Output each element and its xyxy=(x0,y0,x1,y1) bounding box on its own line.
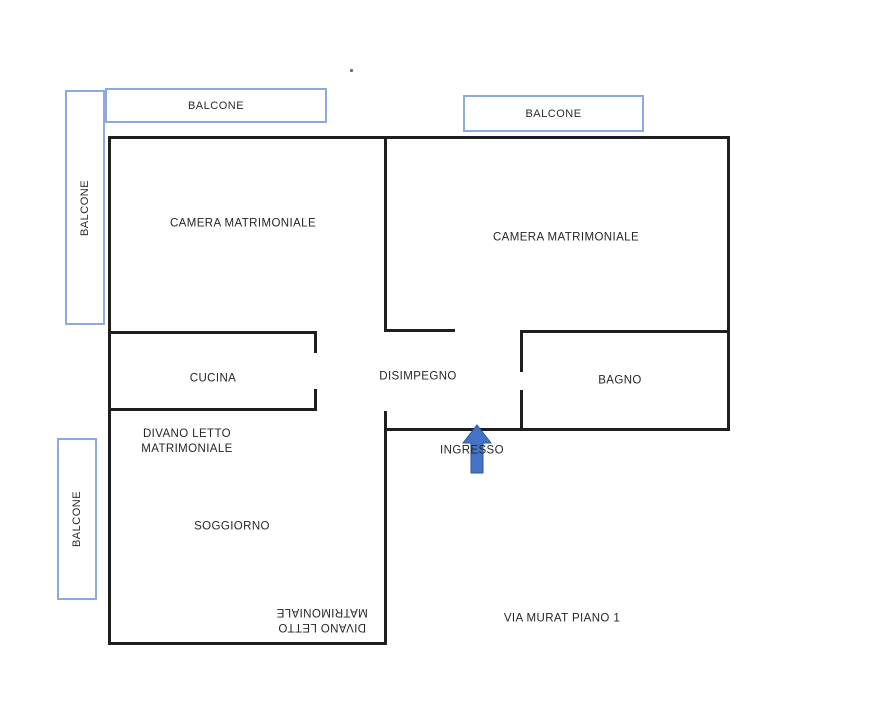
room-label-camera-matrimoniale-right: CAMERA MATRIMONIALE xyxy=(492,231,640,244)
balcony-label: BALCONE xyxy=(71,490,83,548)
annotation-line: DIVANO LETTO xyxy=(277,621,367,633)
wall-outer-left xyxy=(108,136,111,645)
wall-bagno-left-lower xyxy=(520,390,523,431)
room-label-cucina: CUCINA xyxy=(189,372,237,385)
plan-title: VIA MURAT PIANO 1 xyxy=(503,612,621,625)
balcony-top-right: BALCONE xyxy=(463,95,644,132)
wall-cucina-top xyxy=(108,331,317,334)
wall-bedroom-divider xyxy=(384,136,387,332)
wall-outer-top xyxy=(108,136,730,139)
balcony-label: BALCONE xyxy=(187,99,245,112)
annotation-divano-letto: DIVANO LETTO MATRIMONIALE xyxy=(141,427,232,457)
wall-outer-right xyxy=(727,136,730,431)
room-label-soggiorno: SOGGIORNO xyxy=(194,520,270,533)
entrance-arrow-icon xyxy=(461,424,493,474)
annotation-line: MATRIMONIALE xyxy=(141,443,233,455)
annotation-line: DIVANO LETTO xyxy=(142,428,232,440)
wall-bedroom-divider-stub xyxy=(384,329,455,332)
balcony-left-upper: BALCONE xyxy=(65,90,105,325)
room-label-camera-matrimoniale-left: CAMERA MATRIMONIALE xyxy=(169,217,317,230)
entrance-label: INGRESSO xyxy=(440,444,504,457)
balcony-label: BALCONE xyxy=(525,107,582,120)
wall-cucina-bottom xyxy=(108,408,317,411)
annotation-line: MATRIMONIALE xyxy=(276,606,368,618)
wall-cucina-right-upper xyxy=(314,331,317,353)
wall-cucina-right-lower xyxy=(314,389,317,411)
stray-dot xyxy=(350,69,353,72)
annotation-divano-letto-rotated: DIVANO LETTO MATRIMONIALE xyxy=(276,604,367,634)
room-label-disimpegno: DISIMPEGNO xyxy=(379,370,457,383)
wall-right-wing-bottom xyxy=(384,428,730,431)
wall-soggiorno-bottom xyxy=(108,642,387,645)
room-label-bagno: BAGNO xyxy=(598,374,642,387)
balcony-top-left: BALCONE xyxy=(105,88,327,123)
balcony-label: BALCONE xyxy=(79,179,91,236)
wall-soggiorno-right xyxy=(384,411,387,645)
wall-bagno-left-upper xyxy=(520,330,523,372)
balcony-left-lower: BALCONE xyxy=(57,438,97,600)
wall-bagno-top xyxy=(520,330,730,333)
